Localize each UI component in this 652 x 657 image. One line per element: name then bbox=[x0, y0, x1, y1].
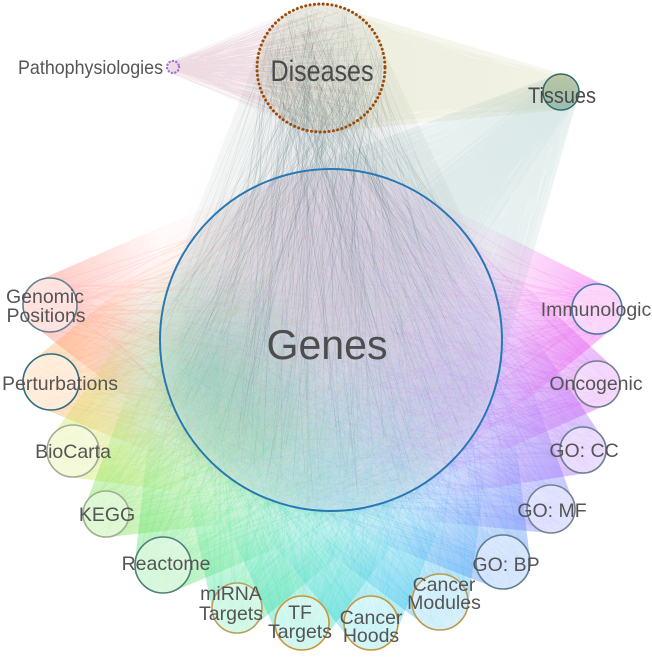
svg-text:TF: TF bbox=[288, 602, 312, 624]
svg-text:Cancer: Cancer bbox=[340, 607, 403, 629]
svg-text:KEGG: KEGG bbox=[79, 504, 135, 526]
svg-text:Perturbations: Perturbations bbox=[2, 373, 118, 395]
svg-text:Diseases: Diseases bbox=[271, 55, 374, 88]
svg-text:BioCarta: BioCarta bbox=[35, 441, 111, 463]
svg-text:Cancer: Cancer bbox=[413, 574, 476, 596]
svg-text:GO: BP: GO: BP bbox=[472, 554, 539, 576]
svg-text:Tissues: Tissues bbox=[528, 83, 596, 108]
svg-text:Genes: Genes bbox=[267, 321, 388, 368]
svg-text:Targets: Targets bbox=[199, 603, 263, 625]
svg-text:Immunologic: Immunologic bbox=[541, 299, 652, 321]
svg-text:Hoods: Hoods bbox=[343, 625, 400, 647]
svg-text:Pathophysiologies: Pathophysiologies bbox=[18, 57, 163, 79]
svg-text:Positions: Positions bbox=[6, 305, 85, 327]
svg-text:Reactome: Reactome bbox=[122, 553, 211, 575]
svg-text:GO: MF: GO: MF bbox=[517, 500, 586, 522]
svg-text:Modules: Modules bbox=[407, 592, 481, 614]
svg-text:miRNA: miRNA bbox=[200, 583, 262, 605]
svg-text:Targets: Targets bbox=[268, 621, 332, 643]
svg-text:Genomic: Genomic bbox=[6, 286, 84, 308]
svg-text:Oncogenic: Oncogenic bbox=[549, 373, 642, 395]
svg-text:GO: CC: GO: CC bbox=[549, 440, 618, 462]
